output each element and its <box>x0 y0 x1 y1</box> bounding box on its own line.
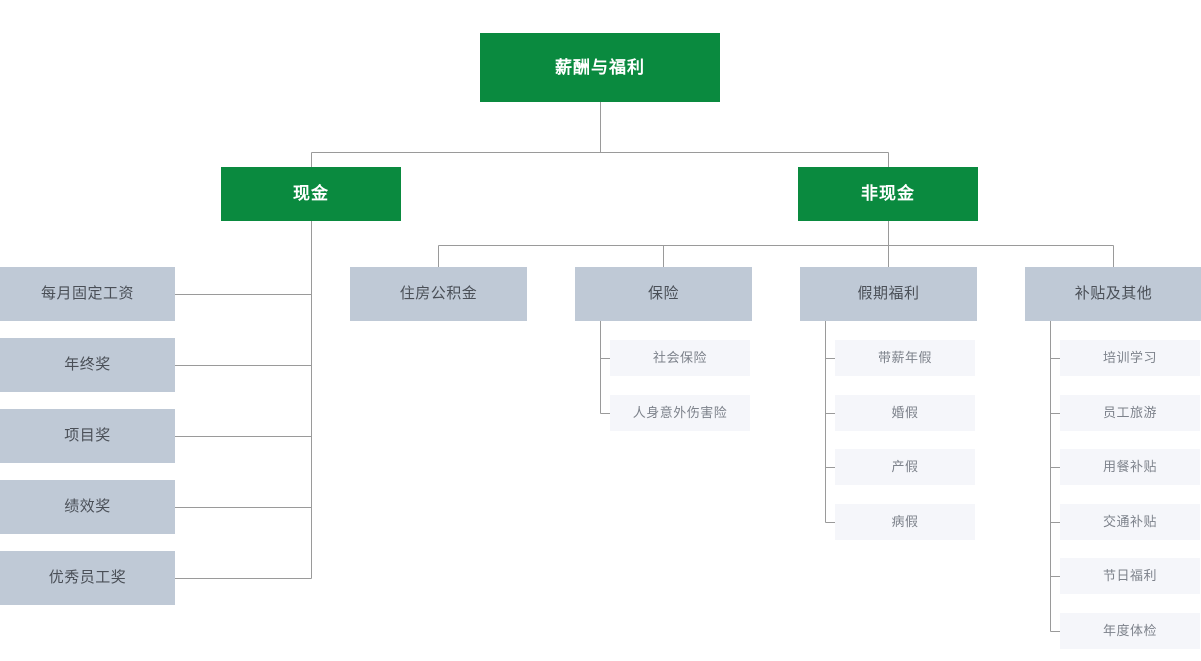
node-holiday-benefits[interactable]: 假期福利 <box>800 267 977 321</box>
node-leaf-holiday[interactable]: 病假 <box>835 504 975 540</box>
node-leaf-allowance[interactable]: 用餐补贴 <box>1060 449 1200 485</box>
node-leaf-allowance[interactable]: 培训学习 <box>1060 340 1200 376</box>
node-leaf-insurance[interactable]: 人身意外伤害险 <box>610 395 750 431</box>
node-leaf-holiday[interactable]: 产假 <box>835 449 975 485</box>
node-leaf-allowance[interactable]: 交通补贴 <box>1060 504 1200 540</box>
node-leaf-allowance[interactable]: 年度体检 <box>1060 613 1200 649</box>
node-insurance[interactable]: 保险 <box>575 267 752 321</box>
node-allowance-other[interactable]: 补贴及其他 <box>1025 267 1201 321</box>
node-housing-fund[interactable]: 住房公积金 <box>350 267 527 321</box>
node-root[interactable]: 薪酬与福利 <box>480 33 720 102</box>
node-cash-child[interactable]: 绩效奖 <box>0 480 175 534</box>
node-leaf-holiday[interactable]: 婚假 <box>835 395 975 431</box>
node-noncash[interactable]: 非现金 <box>798 167 978 221</box>
node-cash[interactable]: 现金 <box>221 167 401 221</box>
node-leaf-insurance[interactable]: 社会保险 <box>610 340 750 376</box>
node-leaf-allowance[interactable]: 员工旅游 <box>1060 395 1200 431</box>
node-cash-child[interactable]: 项目奖 <box>0 409 175 463</box>
node-leaf-holiday[interactable]: 带薪年假 <box>835 340 975 376</box>
node-cash-child[interactable]: 优秀员工奖 <box>0 551 175 605</box>
node-cash-child[interactable]: 年终奖 <box>0 338 175 392</box>
node-leaf-allowance[interactable]: 节日福利 <box>1060 558 1200 594</box>
node-cash-child[interactable]: 每月固定工资 <box>0 267 175 321</box>
